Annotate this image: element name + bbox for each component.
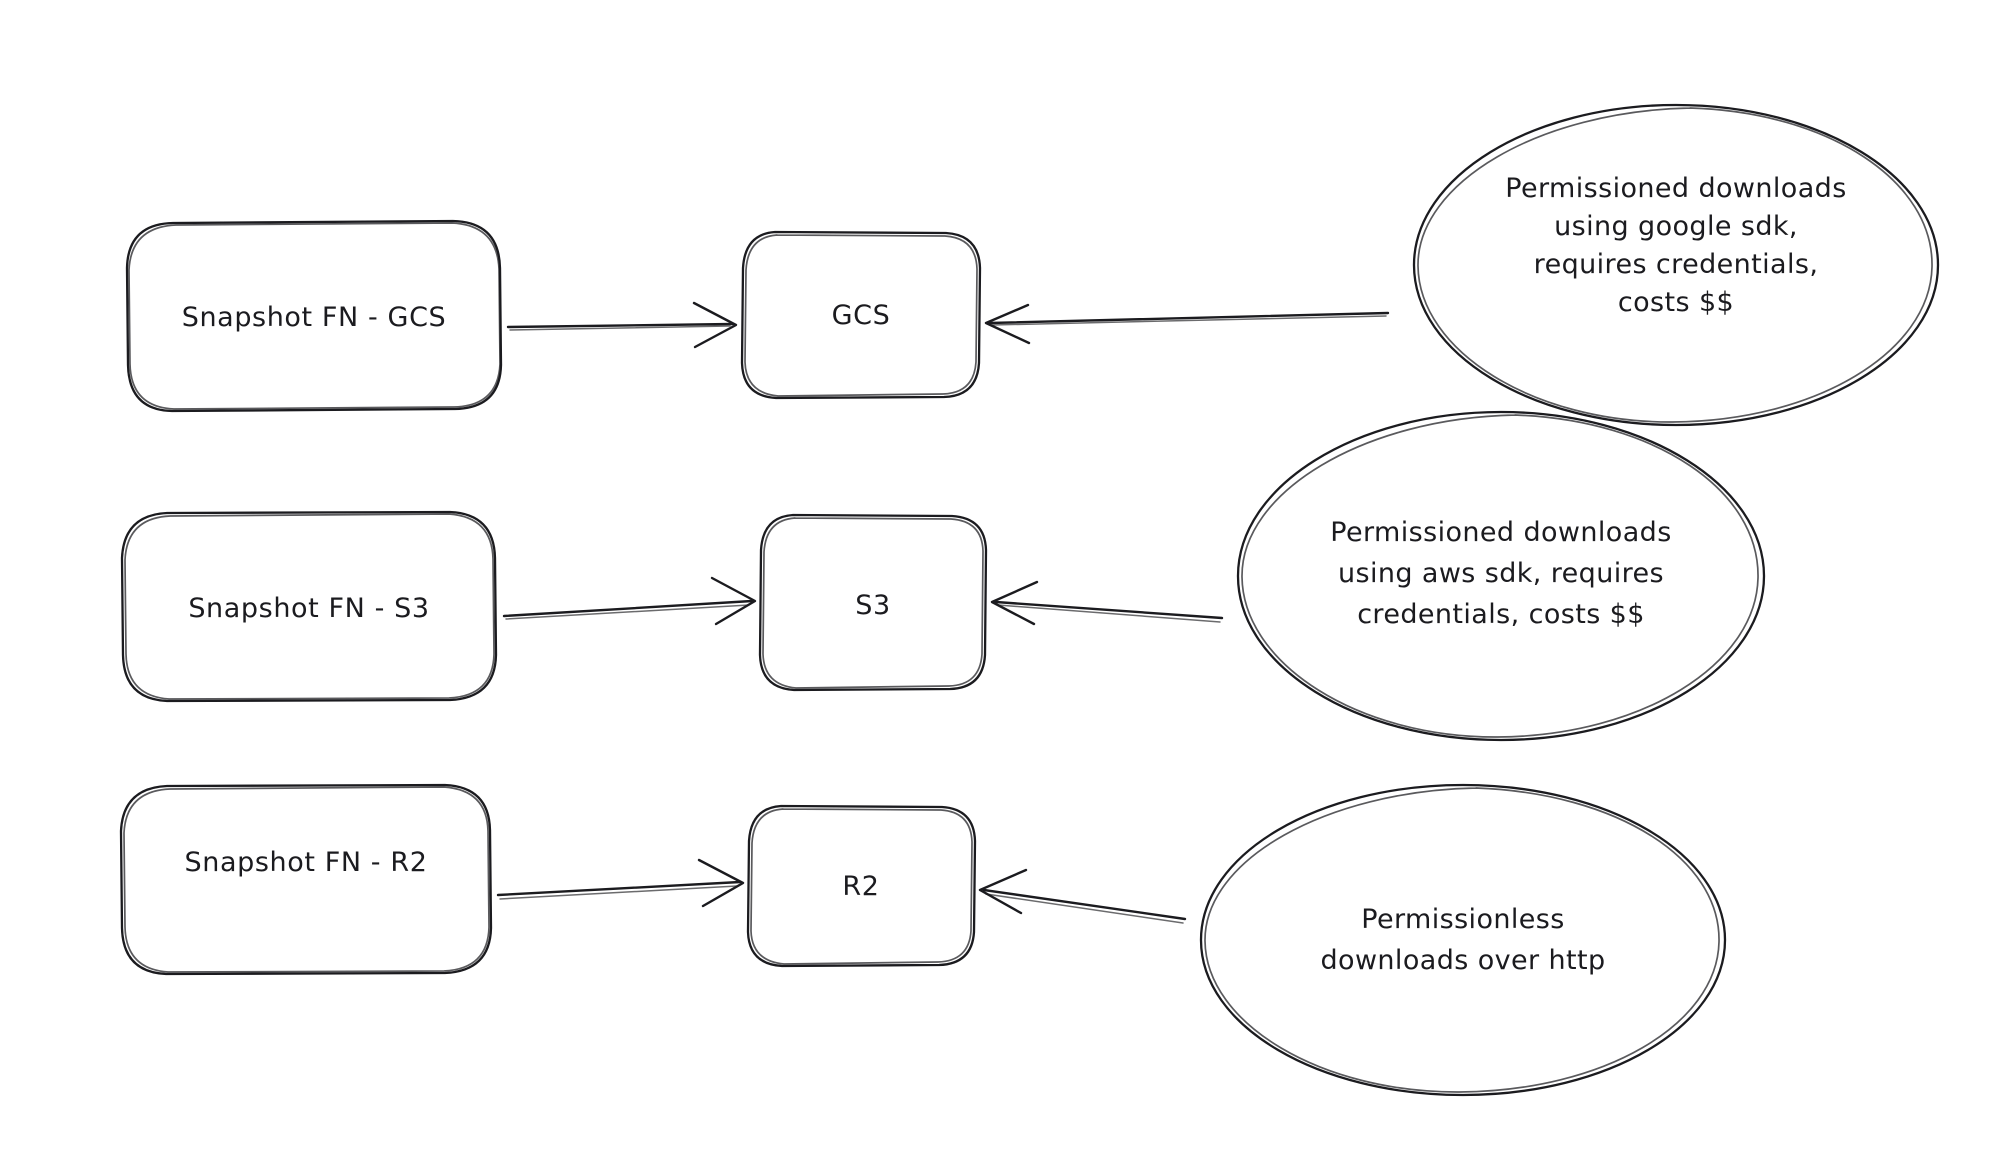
node-label-gcs: GCS bbox=[832, 300, 891, 331]
row-r2: Snapshot FN - R2 R2 Permissionless downl… bbox=[119, 783, 1727, 1097]
edge-note-gcs-to-gcs bbox=[984, 303, 1390, 345]
node-label-s3: S3 bbox=[855, 590, 891, 621]
note-line: costs $$ bbox=[1618, 287, 1734, 318]
note-line: credentials, costs $$ bbox=[1357, 599, 1645, 630]
edge-note-s3-to-s3 bbox=[990, 580, 1224, 626]
note-line: Permissioned downloads bbox=[1505, 173, 1846, 204]
node-r2[interactable]: R2 bbox=[746, 804, 977, 968]
node-label-snapshot-fn-r2: Snapshot FN - R2 bbox=[185, 847, 428, 878]
node-snapshot-fn-gcs[interactable]: Snapshot FN - GCS bbox=[125, 219, 503, 413]
node-gcs[interactable]: GCS bbox=[740, 230, 982, 400]
node-snapshot-fn-r2[interactable]: Snapshot FN - R2 bbox=[119, 783, 493, 976]
note-gcs[interactable]: Permissioned downloads using google sdk,… bbox=[1412, 103, 1940, 427]
node-label-r2: R2 bbox=[842, 871, 879, 902]
row-s3: Snapshot FN - S3 S3 Permissioned downloa… bbox=[120, 410, 1766, 742]
note-s3[interactable]: Permissioned downloads using aws sdk, re… bbox=[1236, 410, 1766, 742]
node-s3[interactable]: S3 bbox=[758, 513, 988, 692]
edge-snapshot-fn-gcs-to-gcs bbox=[506, 301, 738, 349]
note-line: downloads over http bbox=[1320, 945, 1605, 976]
note-line: using aws sdk, requires bbox=[1338, 558, 1664, 589]
edge-note-r2-to-r2 bbox=[978, 868, 1187, 924]
note-line: Permissioned downloads bbox=[1330, 517, 1671, 548]
note-line: using google sdk, bbox=[1554, 211, 1798, 242]
note-r2[interactable]: Permissionless downloads over http bbox=[1199, 783, 1727, 1097]
node-label-snapshot-fn-gcs: Snapshot FN - GCS bbox=[182, 302, 447, 333]
node-label-snapshot-fn-s3: Snapshot FN - S3 bbox=[188, 593, 429, 624]
node-snapshot-fn-s3[interactable]: Snapshot FN - S3 bbox=[120, 510, 498, 703]
row-gcs: Snapshot FN - GCS GCS Permissioned downl… bbox=[125, 103, 1940, 427]
note-line: requires credentials, bbox=[1534, 249, 1819, 280]
edge-snapshot-fn-r2-to-r2 bbox=[496, 858, 745, 908]
note-line: Permissionless bbox=[1361, 904, 1564, 935]
edge-snapshot-fn-s3-to-s3 bbox=[502, 576, 757, 626]
